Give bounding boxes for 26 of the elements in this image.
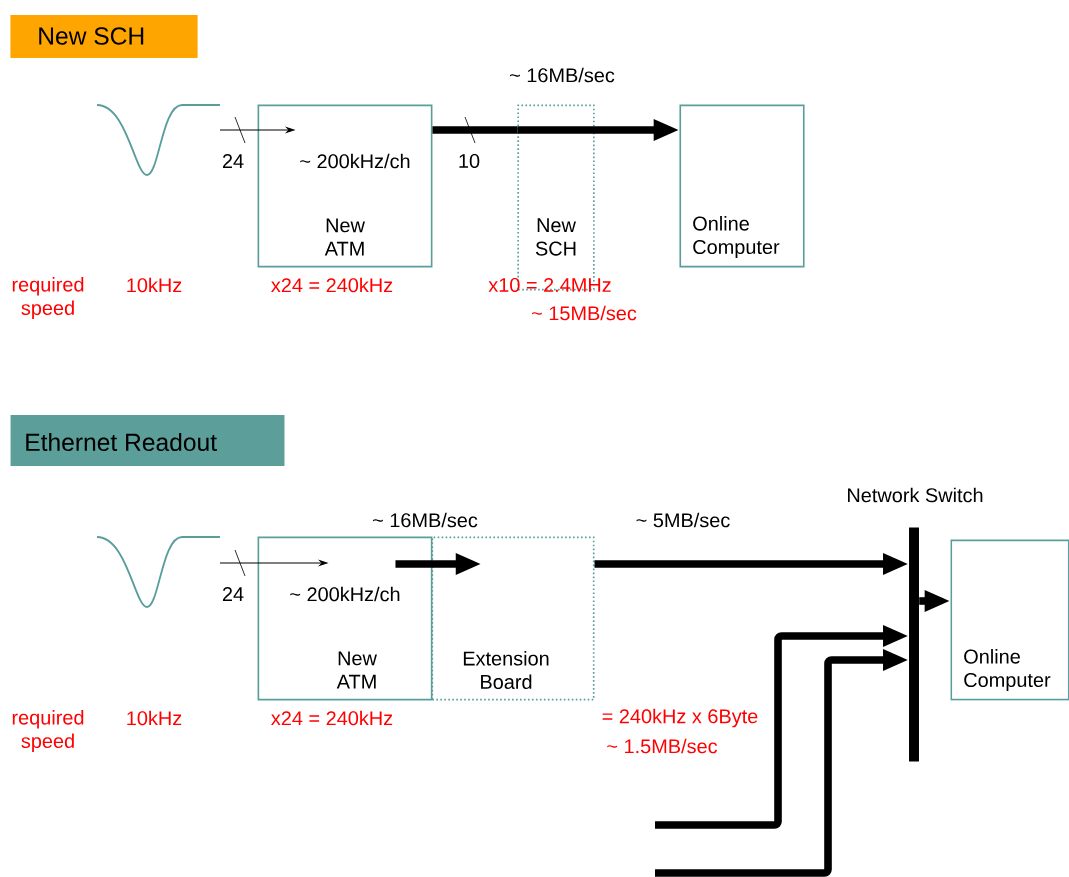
block-box: Online Computer: [950, 539, 1069, 701]
pulse-drawing: [96, 104, 221, 176]
note-text: x10 = 2.4MHz: [488, 277, 611, 293]
title-band: New SCH: [10, 15, 198, 58]
edge-label: 24: [222, 154, 244, 168]
block-box: Extension Board: [431, 536, 595, 701]
edge-label: 24: [222, 587, 244, 601]
block-box: ~ 200kHz/ch New ATM: [257, 104, 433, 268]
edge-label: ~ 16MB/sec: [373, 512, 478, 528]
note-text: x24 = 240kHz: [271, 710, 393, 726]
note-text: ~ 1.5MB/sec: [607, 738, 718, 754]
switch-label: Network Switch: [848, 487, 983, 503]
note-text: = 240kHz x 6Byte: [602, 708, 758, 728]
block-box: Online Computer: [679, 104, 805, 268]
pulse-drawing: [96, 536, 221, 608]
note-text: ~ 15MB/sec: [532, 305, 637, 321]
note-text: required speed: [12, 277, 84, 319]
block-box: ~ 200kHz/ch New ATM: [257, 536, 433, 701]
note-text: ~ 16MB/sec: [510, 67, 615, 83]
switch-bar: [909, 527, 919, 762]
title-band: Ethernet Readout: [10, 415, 285, 466]
note-text: 10kHz: [127, 710, 182, 726]
note-text: required speed: [12, 710, 84, 752]
edge-label: 10: [459, 153, 480, 169]
note-text: 10kHz: [127, 277, 182, 293]
edge-label: ~ 5MB/sec: [636, 512, 730, 528]
